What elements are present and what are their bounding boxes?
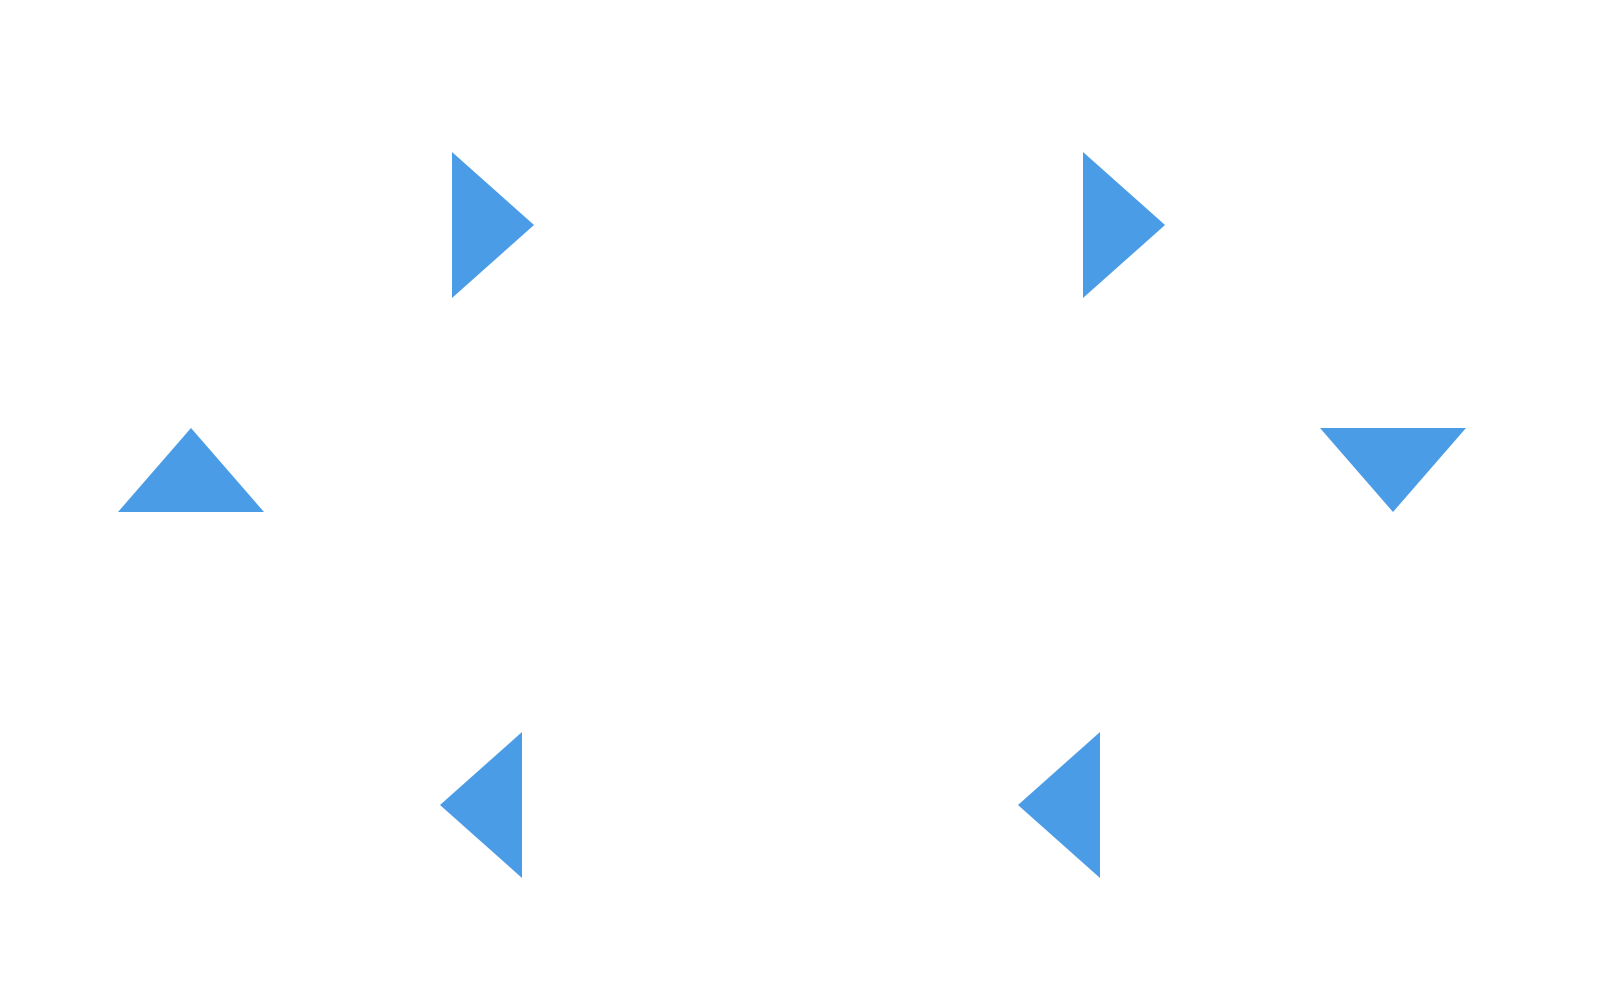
liquid-logo-icon: [1290, 107, 1466, 301]
arrow-wallet-to-satellite: [440, 732, 522, 878]
shipping-container-icon: [616, 104, 958, 346]
satellite-icon: [9, 704, 366, 936]
mining-server-icon: [22, 99, 351, 336]
arrow-finance-to-wallet: [1018, 732, 1100, 878]
arrow-mining-to-energy: [452, 152, 534, 298]
arrow-liquid-to-finance: [1320, 428, 1466, 512]
wallet-devices-icon: [679, 702, 910, 976]
node-title-finance: Blockstream Finance: [1213, 606, 1557, 644]
node-title-mining: Mining & Colocation: [25, 1, 355, 39]
arrow-satellite-to-mining: [118, 428, 264, 512]
node-title-energy: Blockstream Energy: [630, 1, 960, 39]
arrow-energy-to-liquid: [1083, 152, 1165, 298]
node-title-liquid: Liquid Network: [1262, 1, 1508, 39]
node-title-wallet: Wallet Solutions: [663, 606, 927, 644]
token-hexagons-icon: [1214, 714, 1556, 889]
node-title-satellite: Blockstream Satellite: [18, 606, 362, 644]
